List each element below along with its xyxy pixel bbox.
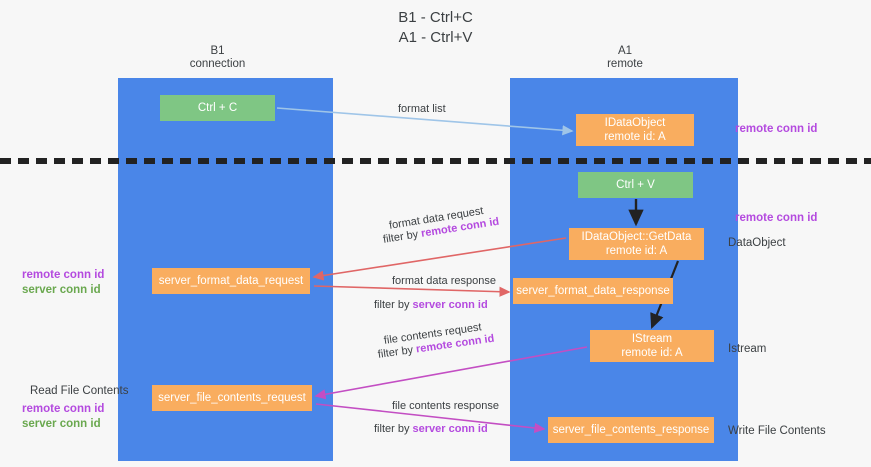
annotation-left-conn-ids-2: remote conn id server conn id: [22, 402, 104, 432]
box-ctrl-c-label: Ctrl + C: [197, 102, 238, 114]
box-server-format-data-response[interactable]: server_format_data_response: [513, 278, 673, 304]
box-ctrl-c[interactable]: Ctrl + C: [160, 95, 275, 121]
annotation-left-server-conn-id-2: server conn id: [22, 418, 101, 430]
title-line-2: A1 - Ctrl+V: [398, 29, 473, 46]
annotation-right-write-file-contents: Write File Contents: [728, 425, 826, 437]
flow-label-fdreq-filter-prefix: filter by: [382, 227, 423, 246]
box-istream-line1: IStream: [631, 333, 673, 345]
flow-label-fcreq-filter-prefix: filter by: [377, 343, 417, 361]
column-header-a1-sub: remote: [607, 58, 643, 70]
annotation-right-istream: Istream: [728, 343, 767, 355]
box-idataobject-line1: IDataObject: [604, 117, 666, 129]
box-server-format-data-request[interactable]: server_format_data_request: [152, 268, 310, 294]
annotation-left-remote-conn-id-1: remote conn id: [22, 269, 105, 281]
box-getdata-line2: remote id: A: [605, 245, 668, 257]
box-server-file-contents-request-label: server_file_contents_request: [158, 392, 306, 404]
title-line-1: B1 - Ctrl+C: [398, 9, 473, 26]
box-idataobject[interactable]: IDataObject remote id: A: [576, 114, 694, 146]
box-idataobject-line2: remote id: A: [604, 131, 666, 143]
box-ctrl-v-label: Ctrl + V: [616, 179, 655, 191]
annotation-left-conn-ids-1: remote conn id server conn id: [22, 268, 104, 298]
page-title: B1 - Ctrl+C A1 - Ctrl+V: [0, 8, 871, 48]
flow-label-fcresp-filter-key: server conn id: [412, 423, 488, 435]
annotation-left-read-file-contents: Read File Contents: [30, 385, 129, 397]
box-server-format-data-request-label: server_format_data_request: [158, 275, 304, 287]
box-ctrl-v[interactable]: Ctrl + V: [578, 172, 693, 198]
flow-label-format-list: format list: [398, 103, 446, 115]
column-header-b1-name: B1: [210, 45, 225, 57]
annotation-right-dataobject: DataObject: [728, 237, 786, 249]
flow-label-format-data-response-filter: filter by server conn id: [374, 298, 488, 312]
flow-label-file-contents-response-filter: filter by server conn id: [374, 422, 488, 436]
flow-label-fcresp-filter-prefix: filter by: [374, 423, 413, 435]
column-header-a1: A1 remote: [550, 45, 700, 71]
box-server-format-data-response-label: server_format_data_response: [516, 285, 670, 297]
box-idataobject-getdata[interactable]: IDataObject::GetData remote id: A: [569, 228, 704, 260]
annotation-left-server-conn-id-1: server conn id: [22, 284, 101, 296]
annotation-right-remote-conn-id-2: remote conn id: [735, 212, 818, 224]
flow-label-file-contents-response: file contents response: [392, 400, 500, 412]
column-header-b1: B1 connection: [150, 45, 285, 71]
box-istream-line2: remote id: A: [621, 347, 683, 359]
annotation-left-remote-conn-id-2: remote conn id: [22, 403, 105, 415]
flow-label-fdresp-filter-prefix: filter by: [374, 299, 413, 311]
box-server-file-contents-response[interactable]: server_file_contents_response: [548, 417, 714, 443]
flow-label-fdresp-filter-key: server conn id: [412, 299, 488, 311]
box-server-file-contents-response-label: server_file_contents_response: [552, 424, 710, 436]
box-istream[interactable]: IStream remote id: A: [590, 330, 714, 362]
flow-label-format-data-response: format data response: [392, 275, 496, 287]
box-getdata-line1: IDataObject::GetData: [581, 231, 692, 243]
column-header-b1-sub: connection: [189, 58, 246, 70]
column-header-a1-name: A1: [617, 45, 633, 57]
box-server-file-contents-request[interactable]: server_file_contents_request: [152, 385, 312, 411]
annotation-right-remote-conn-id-1: remote conn id: [735, 123, 818, 135]
